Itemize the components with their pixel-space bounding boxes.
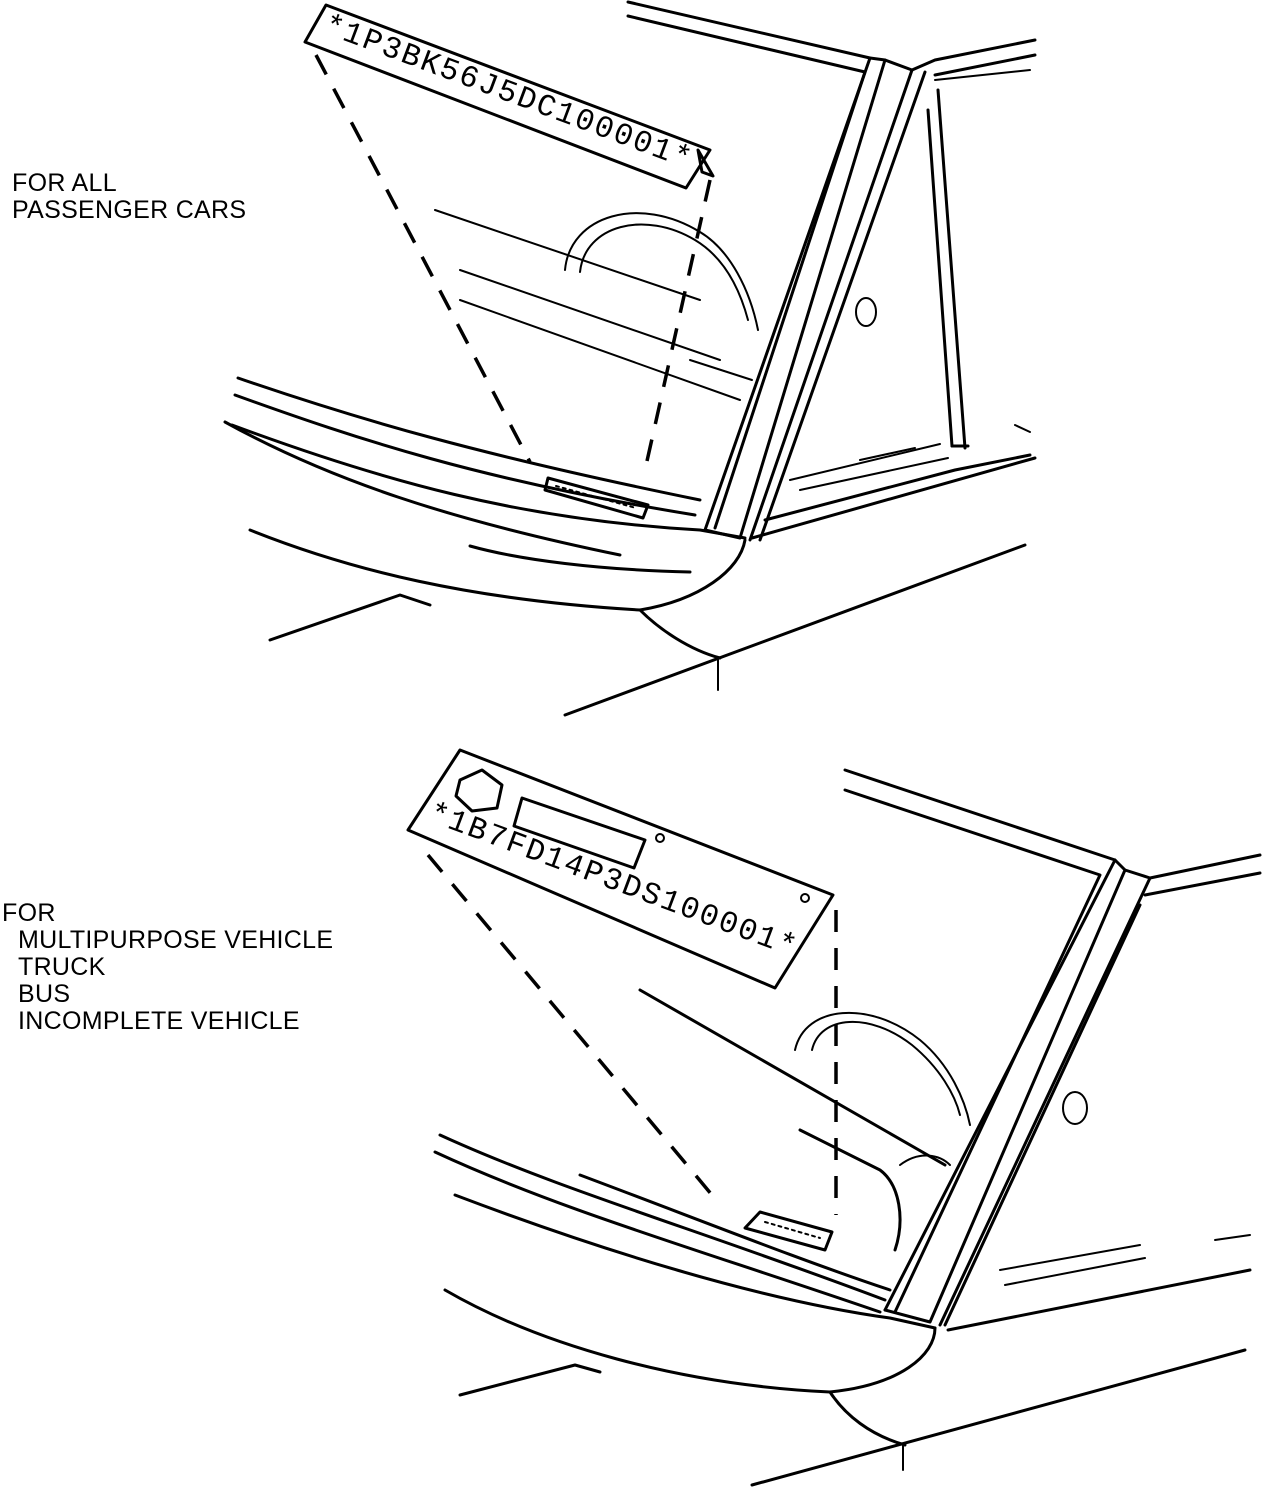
door-window [763,88,1032,522]
caption-line: PASSENGER CARS [12,196,247,224]
cowl-and-hood [223,376,1037,717]
vin-plate-enlarged: *1B7FD14P3DS100001* [406,748,835,990]
windshield-frame [843,768,1262,1327]
vin-plate-enlarged: *1P3BK56J5DC100001* [303,3,715,190]
vin-text-passenger: *1P3BK56J5DC100001* [318,9,697,179]
windshield-frame [626,0,1037,542]
steering-wheel [434,209,759,401]
barcode-window [512,796,647,870]
dash-vin-plate [743,1210,834,1252]
caption-passenger-cars: FOR ALL PASSENGER CARS [12,170,246,224]
door-window [946,1091,1252,1332]
caption-other-vehicles: FOR MULTIPURPOSE VEHICLE TRUCK BUS INCOM… [2,900,333,1035]
vin-text-truck: *1B7FD14P3DS100001* [423,797,802,967]
chrysler-pentastar-icon [454,768,504,813]
truck-illustration: *1B7FD14P3DS100001* [406,748,1262,1487]
caption-line: MULTIPURPOSE VEHICLE [18,926,334,954]
caption-line: FOR ALL [12,169,117,197]
caption-line: BUS [18,980,71,1008]
passenger-car-illustration: *1P3BK56J5DC100001* [223,0,1037,717]
leader-lines [314,54,712,471]
caption-line: INCOMPLETE VEHICLE [18,1007,300,1035]
cowl-and-hood [433,1133,1247,1487]
caption-line: FOR [2,899,56,927]
dash-vin-plate [543,476,650,520]
leader-lines [426,853,838,1215]
caption-line: TRUCK [18,953,106,981]
steering-wheel [638,988,971,1252]
